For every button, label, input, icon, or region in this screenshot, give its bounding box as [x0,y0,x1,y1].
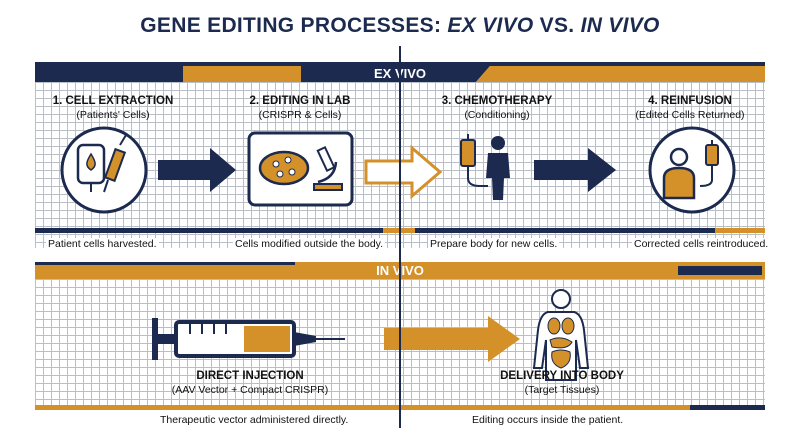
injection-caption: Therapeutic vector administered directly… [158,414,351,426]
center-divider [399,46,401,428]
step-1-label: 1. CELL EXTRACTION (Patients' Cells) [52,95,174,121]
syringe-icon [152,318,345,360]
delivery-caption: Editing occurs inside the patient. [470,414,626,426]
iv-drip-person-icon [460,134,510,200]
arrow-2-icon [364,144,443,200]
reinfusion-patient-icon [648,126,736,214]
step-4-caption: Corrected cells reintroduced. [632,238,771,250]
title-in-vivo: IN VIVO [580,14,660,37]
arrow-1-icon [158,148,236,192]
title-ex-vivo: EX VIVO [447,14,534,37]
step-3-caption: Prepare body for new cells. [428,238,560,250]
step-4-label: 4. REINFUSION (Edited Cells Returned) [635,95,745,121]
step-2-caption: Cells modified outside the body. [233,238,386,250]
page-title: GENE EDITING PROCESSES: EX VIVO VS. IN V… [140,14,660,37]
delivery-arrow-icon [384,316,520,362]
step-2-label: 2. EDITING IN LAB (CRISPR & Cells) [249,95,351,121]
step-1-caption: Patient cells harvested. [46,238,159,250]
body-organs-icon [532,289,590,381]
arrow-3-icon [534,148,616,192]
petri-dish-microscope-icon [247,131,354,207]
direct-injection-label: DIRECT INJECTION (AAV Vector + Compact C… [171,370,329,396]
blood-bag-syringe-icon [60,126,148,214]
step-3-label: 3. CHEMOTHERAPY (Conditioning) [441,95,553,121]
delivery-label: DELIVERY INTO BODY (Target Tissues) [500,370,624,396]
